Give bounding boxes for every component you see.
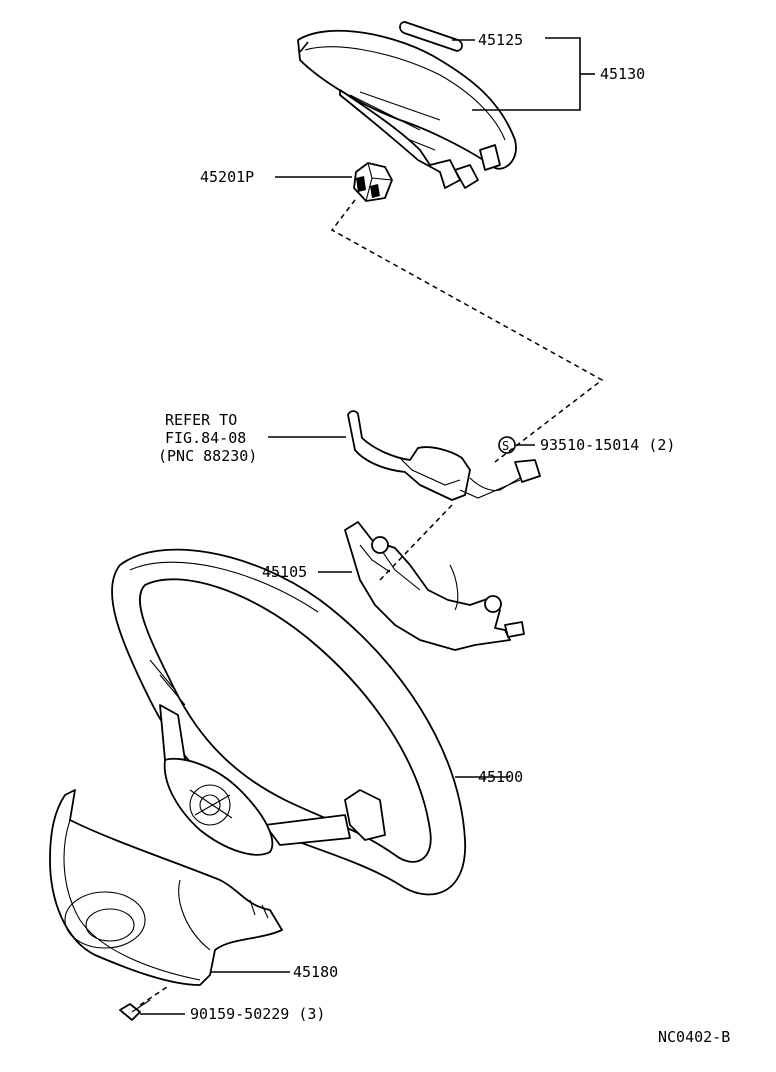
lower-cover-45180 [49,789,283,986]
label-45201p: 45201P [200,168,254,186]
label-93510: 93510-15014 (2) [540,436,675,454]
steering-pad-assembly [297,29,517,189]
horn-contact-plate [347,410,541,501]
steering-wheel-45100 [111,548,466,896]
s-mark-label: S [502,439,509,453]
label-45130: 45130 [600,65,645,83]
refer-fig-label: FIG.84-08 [165,429,246,447]
label-45125: 45125 [478,31,523,49]
figure-code: NC0402-B [658,1028,730,1046]
spoke-cover-45105 [344,504,525,651]
nut-45201p [353,162,393,202]
emblem-45125 [399,21,463,52]
label-45100: 45100 [478,768,523,786]
refer-to-label: REFER TO [165,411,237,429]
label-45105: 45105 [262,563,307,581]
s-mark-icon [498,436,516,454]
screw-90159 [119,984,171,1021]
label-90159: 90159-50229 (3) [190,1005,325,1023]
refer-pnc-label: (PNC 88230) [158,447,257,465]
label-45180: 45180 [293,963,338,981]
